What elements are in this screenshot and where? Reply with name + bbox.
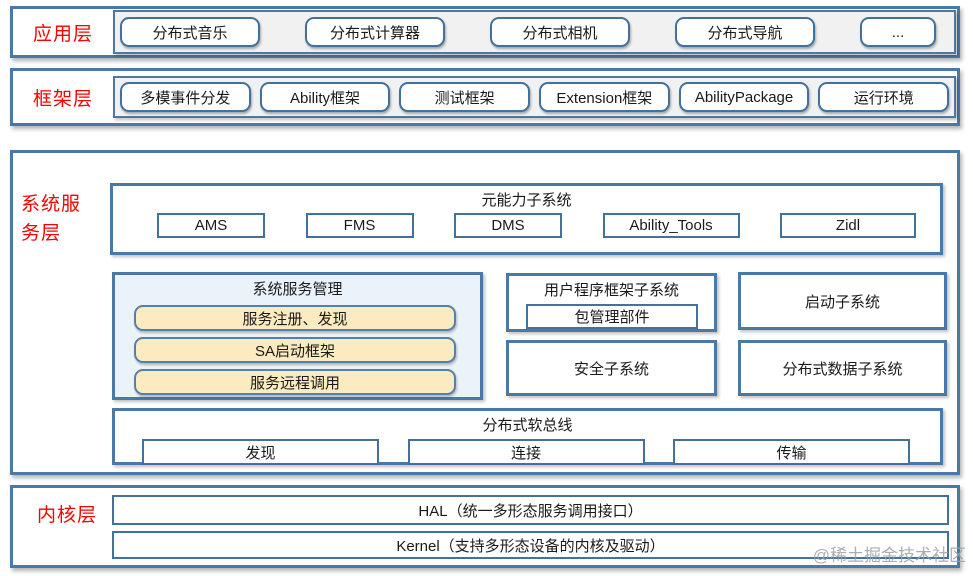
fwk-box-runtime-environment: 运行环境 [818, 82, 950, 112]
framework-layer-band: 框架层 多模事件分发 Ability框架 测试框架 Extension框架 Ab… [10, 68, 960, 126]
package-management-component-box: 包管理部件 [526, 304, 698, 329]
mgmt-box-sa-boot-framework: SA启动框架 [134, 337, 456, 363]
framework-layer-label: 框架层 [32, 88, 93, 110]
system-service-management-box: 系统服务管理 服务注册、发现 SA启动框架 服务远程调用 [112, 272, 483, 400]
app-box-distributed-calculator: 分布式计算器 [305, 17, 445, 47]
meta-box-ability-tools: Ability_Tools [602, 213, 740, 238]
meta-ability-row: AMS FMS DMS Ability_Tools Zidl [113, 210, 940, 238]
meta-ability-subsystem-box: 元能力子系统 AMS FMS DMS Ability_Tools Zidl [110, 183, 943, 255]
mgmt-box-service-register-discover: 服务注册、发现 [134, 305, 456, 331]
app-box-distributed-navigation: 分布式导航 [675, 17, 815, 47]
fwk-box-ability-package: AbilityPackage [678, 82, 810, 112]
application-layer-band: 应用层 分布式音乐 分布式计算器 分布式相机 分布式导航 ... [10, 6, 960, 58]
meta-box-dms: DMS [454, 213, 562, 238]
distributed-softbus-box: 分布式软总线 发现 连接 传输 [112, 408, 943, 465]
app-box-ellipsis: ... [860, 17, 936, 47]
mgmt-box-service-remote-call: 服务远程调用 [134, 369, 456, 395]
app-box-distributed-camera: 分布式相机 [490, 17, 630, 47]
system-service-layer-label: 系统服务层 [21, 194, 82, 244]
security-subsystem-box: 安全子系统 [506, 340, 717, 396]
fwk-box-multimodal-event-dispatch: 多模事件分发 [120, 82, 251, 112]
kernel-layer-label: 内核层 [36, 505, 97, 526]
meta-box-ams: AMS [157, 213, 265, 238]
system-service-management-title: 系统服务管理 [252, 281, 343, 298]
meta-box-fms: FMS [305, 213, 414, 238]
application-layer-panel: 分布式音乐 分布式计算器 分布式相机 分布式导航 ... [113, 10, 956, 54]
distributed-data-subsystem-box: 分布式数据子系统 [738, 340, 947, 396]
meta-ability-subsystem-title: 元能力子系统 [481, 192, 572, 209]
distributed-softbus-title: 分布式软总线 [482, 417, 573, 434]
framework-layer-panel: 多模事件分发 Ability框架 测试框架 Extension框架 Abilit… [113, 76, 956, 118]
user-program-framework-box: 用户程序框架子系统 包管理部件 [506, 273, 717, 332]
softbus-box-discovery: 发现 [142, 439, 379, 465]
boot-subsystem-box: 启动子系统 [738, 272, 947, 330]
softbus-box-transmission: 传输 [673, 439, 910, 465]
watermark: @稀土掘金技术社区 [812, 546, 966, 565]
kernel-box: Kernel（支持多形态设备的内核及驱动） [112, 531, 949, 559]
meta-box-zidl: Zidl [780, 213, 916, 238]
fwk-box-extension-framework: Extension框架 [539, 82, 670, 112]
app-box-distributed-music: 分布式音乐 [120, 17, 260, 47]
system-service-layer-band: 系统服务层 元能力子系统 AMS FMS DMS Ability_Tools Z… [10, 150, 960, 475]
softbus-row: 发现 连接 传输 [115, 435, 940, 465]
softbus-box-connection: 连接 [407, 439, 645, 465]
user-program-framework-title: 用户程序框架子系统 [543, 282, 679, 299]
fwk-box-ability-framework: Ability框架 [259, 82, 391, 112]
kernel-layer-band: 内核层 HAL（统一多形态服务调用接口） Kernel（支持多形态设备的内核及驱… [10, 485, 960, 568]
application-layer-label: 应用层 [32, 23, 93, 45]
fwk-box-test-framework: 测试框架 [399, 82, 531, 112]
hal-box: HAL（统一多形态服务调用接口） [112, 495, 949, 525]
